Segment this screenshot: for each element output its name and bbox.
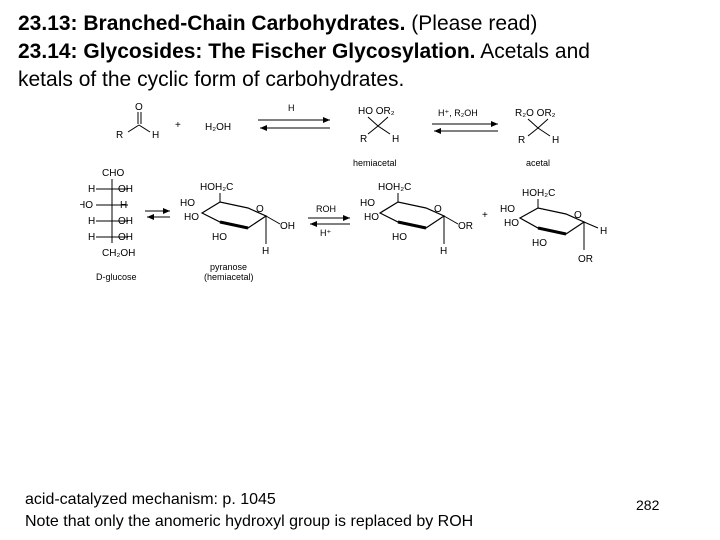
svg-text:OR: OR	[578, 254, 593, 265]
svg-text:HO: HO	[500, 204, 515, 215]
title-section-23-14: 23.14: Glycosides: The Fischer Glycosyla…	[18, 40, 476, 63]
svg-text:O: O	[256, 204, 264, 215]
svg-text:H⁺, R₂OH: H⁺, R₂OH	[438, 108, 478, 118]
anomeric-note: Note that only the anomeric hydroxyl gro…	[25, 513, 474, 530]
svg-text:HOH₂C: HOH₂C	[378, 182, 411, 193]
svg-text:OH: OH	[118, 184, 133, 195]
fischer-cho: CHO	[102, 168, 124, 179]
title-section-23-13: 23.13: Branched-Chain Carbohydrates.	[18, 12, 406, 35]
hemiacetal-structure: HO OR₂ R H hemiacetal	[353, 106, 399, 168]
svg-text:OR: OR	[458, 221, 473, 232]
svg-text:H: H	[288, 103, 295, 113]
slide-title: 23.13: Branched-Chain Carbohydrates. (Pl…	[18, 10, 708, 94]
acetal-substituents: R₂O OR₂	[515, 108, 556, 119]
svg-text:O: O	[574, 210, 582, 221]
svg-text:R: R	[360, 134, 367, 145]
acetal-structure: R₂O OR₂ R H acetal	[515, 108, 559, 168]
svg-text:HO: HO	[360, 198, 375, 209]
svg-text:OH: OH	[118, 232, 133, 243]
equilibrium-arrow-3	[145, 208, 170, 220]
equilibrium-arrow-4: ROH H⁺	[308, 204, 350, 238]
svg-text:H: H	[392, 134, 399, 145]
glycoside-alpha-structure: HOH₂C HO HO O H HO OR	[500, 188, 607, 265]
equilibrium-arrow-2: H⁺, R₂OH	[432, 108, 498, 134]
svg-text:H: H	[262, 246, 269, 257]
footer-notes: acid-catalyzed mechanism: p. 1045 Note t…	[25, 489, 473, 533]
svg-text:OH: OH	[280, 221, 295, 232]
pyranose-structure: HOH₂C HO HO O HO OH H pyranose (hemiacet…	[180, 182, 295, 282]
svg-text:HO: HO	[504, 218, 519, 229]
svg-text:HO: HO	[80, 200, 93, 211]
d-glucose-label: D-glucose	[96, 272, 137, 282]
svg-text:HO: HO	[184, 212, 199, 223]
svg-text:H: H	[120, 200, 127, 211]
svg-text:HOH₂C: HOH₂C	[522, 188, 555, 199]
svg-text:HOH₂C: HOH₂C	[200, 182, 233, 193]
reagent-label: H₂OH	[205, 122, 231, 133]
aldehyde-structure: O R H	[116, 102, 159, 141]
title-line-1: 23.13: Branched-Chain Carbohydrates. (Pl…	[18, 10, 708, 38]
carbonyl-r-group: R	[116, 130, 123, 141]
hemiacetal-substituents: HO OR₂	[358, 106, 395, 117]
plus-sign-left: +	[175, 120, 181, 131]
acetal-label: acetal	[526, 158, 550, 168]
svg-text:H: H	[88, 232, 95, 243]
carbonyl-hydrogen: H	[152, 130, 159, 141]
svg-text:HO: HO	[532, 238, 547, 249]
svg-text:ROH: ROH	[316, 204, 336, 214]
svg-text:HO: HO	[212, 232, 227, 243]
reaction-scheme: O R H + H₂OH H HO OR₂ R H hemiacetal H⁺,…	[80, 102, 607, 282]
svg-text:H⁺: H⁺	[320, 228, 331, 238]
fischer-projection: CHO H OH HO H H OH H OH CH₂OH D-glucose	[80, 168, 137, 282]
svg-text:OH: OH	[118, 216, 133, 227]
svg-text:HO: HO	[392, 232, 407, 243]
svg-text:HO: HO	[180, 198, 195, 209]
title-please-read: (Please read)	[405, 12, 538, 35]
svg-text:H: H	[440, 246, 447, 257]
svg-text:HO: HO	[364, 212, 379, 223]
equilibrium-arrow-1: H	[258, 103, 330, 131]
svg-text:R: R	[518, 135, 525, 146]
title-acetals-and: Acetals and	[475, 40, 590, 63]
title-line-2: 23.14: Glycosides: The Fischer Glycosyla…	[18, 38, 708, 66]
fischer-ch2oh: CH₂OH	[102, 248, 135, 259]
svg-text:H: H	[600, 226, 607, 237]
svg-text:H: H	[88, 216, 95, 227]
page-number: 282	[636, 497, 660, 513]
svg-text:O: O	[434, 204, 442, 215]
glycoside-beta-structure: HOH₂C HO HO O OR HO H	[360, 182, 473, 257]
carbonyl-oxygen: O	[135, 102, 143, 113]
title-line-3: ketals of the cyclic form of carbohydrat…	[18, 68, 405, 91]
svg-text:H: H	[552, 135, 559, 146]
mechanism-reference: acid-catalyzed mechanism: p. 1045	[25, 491, 276, 508]
hemiacetal-paren-label: (hemiacetal)	[204, 272, 254, 282]
plus-sign-right: +	[482, 210, 488, 221]
svg-text:H: H	[88, 184, 95, 195]
hemiacetal-label: hemiacetal	[353, 158, 397, 168]
pyranose-label: pyranose	[210, 262, 247, 272]
